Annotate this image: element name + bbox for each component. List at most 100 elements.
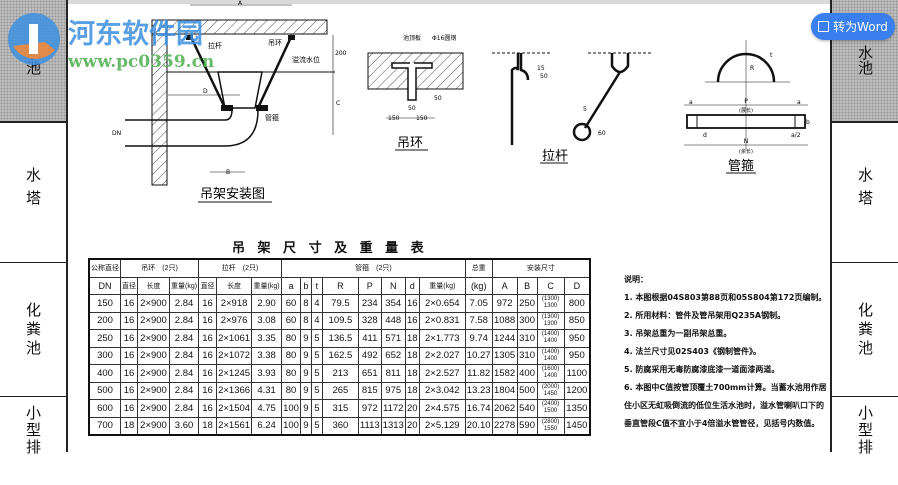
column-header: C	[536, 276, 565, 295]
notes-title: 说明：	[624, 275, 648, 284]
table-cell: 5	[310, 364, 323, 383]
table-cell: 60	[281, 311, 301, 330]
cell-value: 1500	[543, 408, 558, 415]
table-cell: 2×900	[137, 364, 170, 383]
table-cell: 2×976	[216, 311, 253, 330]
divider	[832, 396, 898, 397]
table-cell: 2×1504	[216, 399, 253, 418]
table-cell: 5	[310, 416, 323, 435]
group-header: 公称直径	[88, 258, 121, 278]
note-item: 3. 吊架总重为一副吊架总重。	[624, 329, 732, 338]
column-header: B	[516, 276, 538, 295]
table-cell: 360	[321, 416, 359, 435]
table-cell: 234	[357, 294, 382, 313]
column-header: 直径	[198, 276, 218, 295]
column-header: DN	[88, 276, 121, 295]
table-cell: 2.84	[168, 364, 200, 383]
table-cell: 18	[120, 416, 138, 435]
table-cell: 20	[404, 399, 420, 418]
table-cell: 10.27	[464, 346, 493, 365]
table-cell: 16	[198, 329, 218, 348]
column-header: 重量(kg)	[251, 276, 283, 295]
cell-value: (1300)	[541, 296, 560, 303]
dim-B: B	[226, 169, 230, 176]
sidebar-item-septic-tank[interactable]: 化粪池	[856, 301, 874, 359]
cell-value: (1400)	[541, 348, 560, 355]
watermark-title: 河东软件园	[68, 19, 203, 50]
table-cell: 972	[357, 399, 382, 418]
table-cell: 2×0.831	[418, 311, 466, 330]
table-cell: 850	[563, 311, 591, 330]
table-cell: 300	[88, 346, 121, 365]
table-cell: 16	[120, 346, 138, 365]
ring-drawing: 池顶板 Φ16圆钢 50 50 150 150 吊环	[367, 34, 464, 151]
table-cell: 400	[516, 364, 538, 383]
table-cell: 2×918	[216, 294, 253, 313]
table-cell: 448	[380, 311, 406, 330]
sidebar-item-water-pool[interactable]: 水池	[856, 45, 874, 75]
sidebar-item-water-tower[interactable]: 水塔	[24, 167, 42, 213]
table-cell: 2×5.129	[418, 416, 466, 435]
dim-note: (余长)	[739, 148, 753, 155]
dim: 50	[540, 73, 548, 80]
table-cell: 571	[380, 329, 406, 348]
dim-C: C	[336, 100, 340, 107]
table-cell: 972	[491, 294, 518, 313]
sidebar-item-water-tower[interactable]: 水塔	[856, 167, 874, 213]
table-cell: 540	[516, 399, 538, 418]
table-cell: 3.35	[251, 329, 283, 348]
table-cell: 60	[281, 294, 301, 313]
table-cell: 1244	[491, 329, 518, 348]
table-cell: 2×900	[137, 381, 170, 400]
cell-value: 1400	[543, 373, 558, 380]
table-cell: 162.5	[321, 346, 359, 365]
dim: 50	[434, 95, 442, 102]
table-cell: 213	[321, 364, 359, 383]
table-cell: (1400)1400	[536, 346, 565, 365]
right-sidebar: 水池 水塔 化粪池 小型排	[830, 0, 898, 456]
install-drawing: A B C D DN 200 拉杆 吊环 溢流水位 管箍 吊架安装图	[112, 0, 347, 203]
ring-title: 吊环	[397, 136, 423, 151]
divider	[0, 396, 66, 397]
column-header: R	[321, 276, 359, 295]
table-cell: 8	[299, 311, 312, 330]
table-cell: 310	[516, 329, 538, 348]
sidebar-item-small-drain[interactable]: 小型排	[856, 405, 874, 456]
table-cell: 590	[516, 416, 538, 435]
table-cell: 600	[88, 399, 121, 418]
table-cell: 2×1561	[216, 416, 253, 435]
sidebar-item-septic-tank[interactable]: 化粪池	[24, 301, 42, 359]
note-item: 4. 法兰尺寸见02S403《钢制管件》。	[624, 347, 761, 356]
table-cell: 1313	[380, 416, 406, 435]
column-header: A	[491, 276, 518, 295]
column-header: P	[357, 276, 382, 295]
table-cell: 1172	[380, 399, 406, 418]
group-header: 总重	[464, 258, 493, 278]
table-cell: 1804	[491, 381, 518, 400]
table-cell: 1100	[563, 364, 591, 383]
sidebar-item-small-drain[interactable]: 小型排	[24, 405, 42, 456]
table-cell: 411	[357, 329, 382, 348]
convert-to-word-button[interactable]: 转为Word	[811, 13, 895, 40]
table-cell: 2×1.773	[418, 329, 466, 348]
table-cell: 2062	[491, 399, 518, 418]
table-cell: (2800)1550	[536, 416, 565, 435]
table-cell: 20	[404, 416, 420, 435]
rod-title: 拉杆	[542, 149, 568, 164]
cell-value: 1400	[543, 355, 558, 362]
drawings: A B C D DN 200 拉杆 吊环 溢流水位 管箍 吊架安装图 池顶板 Φ…	[112, 0, 810, 203]
table-cell: 9	[299, 416, 312, 435]
table-cell: 18	[404, 381, 420, 400]
table-cell: 11.82	[464, 364, 493, 383]
table-cell: 2×3.042	[418, 381, 466, 400]
table-cell: 1113	[357, 416, 382, 435]
table-cell: 250	[88, 329, 121, 348]
table-cell: 328	[357, 311, 382, 330]
document-convert-icon	[818, 21, 830, 32]
table-cell: 18	[404, 364, 420, 383]
table-cell: 16	[198, 346, 218, 365]
column-header: b	[299, 276, 312, 295]
table-cell: 5	[310, 346, 323, 365]
table-cell: 136.5	[321, 329, 359, 348]
